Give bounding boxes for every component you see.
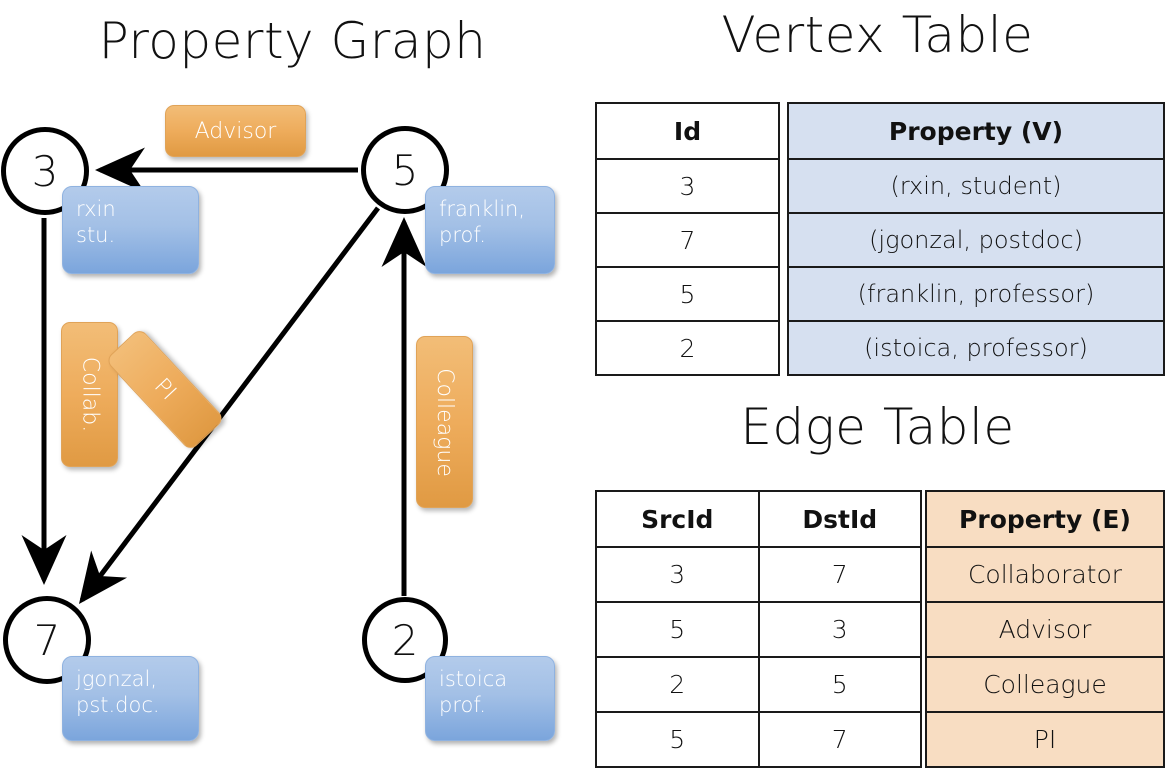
property-line: istoica	[439, 667, 508, 691]
edge-srcid-cell: 5	[595, 601, 760, 658]
vertex-circle-2[interactable]: 2	[362, 597, 448, 683]
edge-label-advisor[interactable]: Advisor	[165, 105, 306, 157]
edge-5-to-7	[78, 206, 380, 604]
property-line: prof.	[439, 223, 486, 248]
edge-table-property-column: Property (E) Collaborator Advisor Collea…	[925, 490, 1165, 768]
table-header-row: SrcId DstId	[595, 490, 922, 548]
vertex-id-label: 5	[391, 145, 419, 195]
vertex-property-box-7[interactable]: jgonzal, pst.doc.	[62, 656, 199, 741]
table-row[interactable]: 5 3	[595, 601, 922, 658]
table-row[interactable]: Advisor	[925, 601, 1165, 658]
table-row[interactable]: 2 5	[595, 656, 922, 713]
edge-property-cell: Advisor	[925, 601, 1165, 658]
vertex-id-cell: 7	[595, 212, 780, 268]
edge-label-text: Collab.	[77, 356, 102, 433]
vertex-property-cell: (istoica, professor)	[787, 320, 1165, 376]
property-line: prof.	[439, 693, 486, 718]
vertex-property-cell: (franklin, professor)	[787, 266, 1165, 322]
vertex-property-cell: (rxin, student)	[787, 158, 1165, 214]
vertex-table-property-column: Property (V) (rxin, student) (jgonzal, p…	[787, 102, 1165, 376]
vertex-id-cell: 2	[595, 320, 780, 376]
edge-table-header-srcid: SrcId	[595, 490, 760, 548]
vertex-table-header-property: Property (V)	[787, 102, 1165, 160]
vertex-circle-5[interactable]: 5	[361, 126, 449, 214]
edge-dstid-cell: 3	[757, 601, 922, 658]
edge-table-title: Edge Table	[740, 398, 1015, 456]
vertex-table-title: Vertex Table	[721, 6, 1034, 64]
edge-label-text: PI	[149, 373, 181, 406]
table-row[interactable]: 3 7	[595, 546, 922, 603]
edge-srcid-cell: 3	[595, 546, 760, 603]
table-row[interactable]: (rxin, student)	[787, 158, 1165, 214]
vertex-id-label: 2	[391, 615, 419, 665]
edge-dstid-cell: 7	[757, 711, 922, 768]
table-header-row: Id	[595, 102, 780, 160]
vertex-id-label: 7	[33, 615, 61, 665]
vertex-property-box-2[interactable]: istoica prof.	[425, 656, 555, 741]
property-line: rxin	[76, 197, 116, 221]
edge-label-text: Colleague	[432, 367, 457, 477]
property-graph-title: Property Graph	[98, 12, 487, 70]
edge-property-cell: PI	[925, 711, 1165, 768]
edge-label-text: Advisor	[194, 118, 277, 144]
edge-property-cell: Collaborator	[925, 546, 1165, 603]
vertex-table-id-column: Id 3 7 5 2	[595, 102, 780, 376]
edge-srcid-cell: 2	[595, 656, 760, 713]
table-row[interactable]: PI	[925, 711, 1165, 768]
vertex-property-box-5[interactable]: franklin, prof.	[425, 186, 555, 274]
edge-table-header-property: Property (E)	[925, 490, 1165, 548]
table-row[interactable]: 3	[595, 158, 780, 214]
edge-property-cell: Colleague	[925, 656, 1165, 713]
vertex-id-label: 3	[31, 146, 59, 196]
edge-table-id-columns: SrcId DstId 3 7 5 3 2 5 5 7	[595, 490, 922, 768]
property-line: pst.doc.	[76, 693, 160, 718]
property-line: jgonzal,	[76, 667, 157, 691]
table-row[interactable]: 2	[595, 320, 780, 376]
edge-dstid-cell: 7	[757, 546, 922, 603]
table-header-row: Property (E)	[925, 490, 1165, 548]
table-row[interactable]: Colleague	[925, 656, 1165, 713]
edge-srcid-cell: 5	[595, 711, 760, 768]
vertex-property-cell: (jgonzal, postdoc)	[787, 212, 1165, 268]
vertex-id-cell: 3	[595, 158, 780, 214]
table-row[interactable]: Collaborator	[925, 546, 1165, 603]
edge-dstid-cell: 5	[757, 656, 922, 713]
vertex-id-cell: 5	[595, 266, 780, 322]
property-line: franklin,	[439, 197, 526, 221]
table-row[interactable]: (franklin, professor)	[787, 266, 1165, 322]
table-row[interactable]: 5	[595, 266, 780, 322]
vertex-property-box-3[interactable]: rxin stu.	[62, 186, 199, 274]
vertex-table-header-id: Id	[595, 102, 780, 160]
table-row[interactable]: 5 7	[595, 711, 922, 768]
property-line: stu.	[76, 223, 116, 248]
edge-label-colleague[interactable]: Colleague	[416, 336, 473, 508]
edge-label-collab[interactable]: Collab.	[61, 322, 118, 467]
table-row[interactable]: (jgonzal, postdoc)	[787, 212, 1165, 268]
table-row[interactable]: 7	[595, 212, 780, 268]
edge-table-header-dstid: DstId	[757, 490, 922, 548]
graph-edges-svg	[21, 147, 427, 604]
table-header-row: Property (V)	[787, 102, 1165, 160]
table-row[interactable]: (istoica, professor)	[787, 320, 1165, 376]
